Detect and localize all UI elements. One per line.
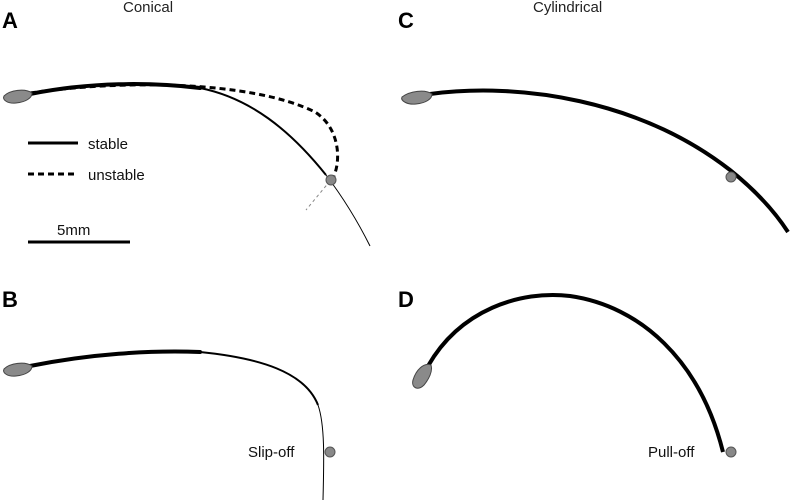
panel-d-letter: D [398,287,414,312]
panel-c-rod [429,88,790,234]
panel-d-contact-dot [725,446,737,458]
legend-stable-label: stable [88,136,128,153]
panel-c-letter: C [398,8,414,33]
panel-a: A Conical stable unstable 5mm [2,0,371,247]
panel-a-letter: A [2,8,18,33]
panel-c: C Cylindrical [398,0,790,234]
panel-b-annotation: Slip-off [248,444,295,461]
panel-c-base-blob [401,90,433,105]
panel-a-base-blob [3,89,33,104]
stable-rod-tip [325,174,371,247]
panel-b-rod-thick [28,349,202,368]
unstable-rod-tail [305,180,331,211]
legend: stable unstable [28,136,145,184]
stable-rod-thick [28,82,202,96]
panel-a-title: Conical [123,0,173,16]
panel-b-rod-tip [317,404,325,501]
scale-bar-label: 5mm [57,222,90,239]
panel-d: D Pull-off [398,287,737,461]
legend-unstable-label: unstable [88,167,145,184]
panel-b-base-blob [3,362,33,377]
panel-d-annotation: Pull-off [648,444,695,461]
panel-b-contact-dot [324,446,336,458]
stable-rod-mid [199,87,327,176]
panel-c-title: Cylindrical [533,0,602,16]
panel-b: B Slip-off [2,287,336,501]
unstable-rod-path [29,83,340,181]
scale-bar: 5mm [28,222,130,244]
panel-a-contact-dot [325,174,337,186]
panel-d-rod [426,293,725,453]
panel-b-letter: B [2,287,18,312]
panel-c-contact-dot [725,171,737,183]
panel-b-rod-mid [199,351,319,406]
panel-d-base-blob [412,363,432,389]
